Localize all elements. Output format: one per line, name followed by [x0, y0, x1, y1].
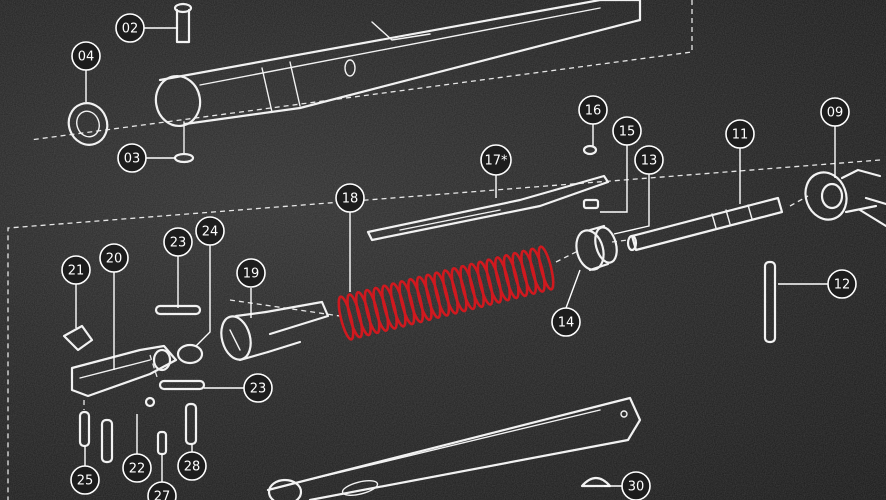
part-02-pin: [173, 2, 193, 44]
part-18-spring-highlighted: [337, 245, 555, 341]
callout-02: 02: [115, 13, 145, 43]
callout-15: 15: [612, 116, 642, 146]
callout-circle: [236, 258, 266, 288]
part-21-screw: [62, 324, 94, 352]
part-20-lever: [70, 344, 178, 398]
callout-circle: [115, 13, 145, 43]
callout-14: 14: [551, 307, 581, 337]
part-04-bushing: [67, 102, 109, 146]
callout-number: 11: [732, 128, 749, 143]
part-28-pin: [184, 402, 198, 446]
callout-23a: 23: [163, 227, 193, 257]
callout-28: 28: [177, 451, 207, 481]
part-23-lower-pin: [158, 379, 206, 391]
callout-21: 21: [61, 255, 91, 285]
callout-circle: [551, 307, 581, 337]
part-24-roller: [176, 343, 204, 365]
callout-number: 23: [250, 382, 267, 397]
callout-number: 18: [342, 192, 359, 207]
callout-number: 09: [827, 106, 844, 121]
callout-number: 30: [628, 480, 645, 495]
callout-number: 27: [154, 490, 171, 500]
callout-number: 19: [243, 267, 260, 282]
callout-circle: [122, 453, 152, 483]
callout-30: 30: [621, 471, 651, 500]
callout-circle: [163, 227, 193, 257]
callout-number: 24: [202, 225, 219, 240]
callout-24: 24: [195, 216, 225, 246]
callout-circle: [725, 119, 755, 149]
callout-20: 20: [99, 243, 129, 273]
callout-03: 03: [117, 143, 147, 173]
callout-number: 23: [170, 236, 187, 251]
callout-circle: [827, 269, 857, 299]
callout-circle: [61, 255, 91, 285]
callout-number: 02: [122, 22, 139, 37]
callout-22: 22: [122, 453, 152, 483]
callout-number: 03: [124, 152, 141, 167]
callout-circle: [117, 143, 147, 173]
callout-circle: [612, 116, 642, 146]
callout-circle: [820, 97, 850, 127]
callout-circle: [70, 465, 100, 495]
callout-circle: [335, 183, 365, 213]
callout-number: 25: [77, 474, 94, 489]
lower-receiver: [266, 396, 642, 500]
callout-circle: [195, 216, 225, 246]
callout-04: 04: [71, 41, 101, 71]
part-16-screw: [582, 144, 598, 156]
part-22-pin-a: [100, 418, 114, 464]
callout-circle: [634, 145, 664, 175]
callout-number: 28: [184, 460, 201, 475]
callout-27: 27: [147, 481, 177, 500]
part-17-blade: [366, 174, 610, 242]
callout-number: 20: [106, 252, 123, 267]
callout-circle: [71, 41, 101, 71]
callout-circle: [480, 144, 512, 176]
callout-circle: [243, 373, 273, 403]
part-12-pin: [763, 260, 777, 344]
callout-circle: [578, 95, 608, 125]
callout-number: 15: [619, 125, 636, 140]
callout-circle: [621, 471, 651, 500]
callout-09: 09: [820, 97, 850, 127]
callout-19: 19: [236, 258, 266, 288]
callout-leader-lines: [75, 27, 836, 487]
callout-13: 13: [634, 145, 664, 175]
spring-coil: [537, 245, 555, 291]
upper-barrel-housing: [154, 0, 642, 128]
part-09-end-cap: [804, 168, 886, 228]
callout-25: 25: [70, 465, 100, 495]
part-11-rod: [626, 196, 784, 252]
callout-circle: [147, 481, 177, 500]
callout-number: 21: [68, 264, 85, 279]
callout-number: 17*: [484, 154, 508, 169]
callout-23b: 23: [243, 373, 273, 403]
callout-circle: [177, 451, 207, 481]
callout-12: 12: [827, 269, 857, 299]
callout-11: 11: [725, 119, 755, 149]
callout-number: 22: [129, 462, 146, 477]
callout-labels: 02 04 03 16 15 13 11 09 17* 18 12 14 21 20 23 24 19 23 25 2…: [61, 13, 857, 500]
callout-number: 12: [834, 278, 851, 293]
part-22-ball: [144, 396, 156, 408]
part-15-nut: [582, 198, 600, 210]
callout-18: 18: [335, 183, 365, 213]
callout-number: 14: [558, 316, 575, 331]
callout-number: 04: [78, 50, 95, 65]
callout-number: 16: [585, 104, 602, 119]
part-14-collar: [575, 224, 618, 272]
callout-16: 16: [578, 95, 608, 125]
callout-circle: [99, 243, 129, 273]
callout-number: 13: [641, 154, 658, 169]
callout-17: 17*: [480, 144, 512, 176]
